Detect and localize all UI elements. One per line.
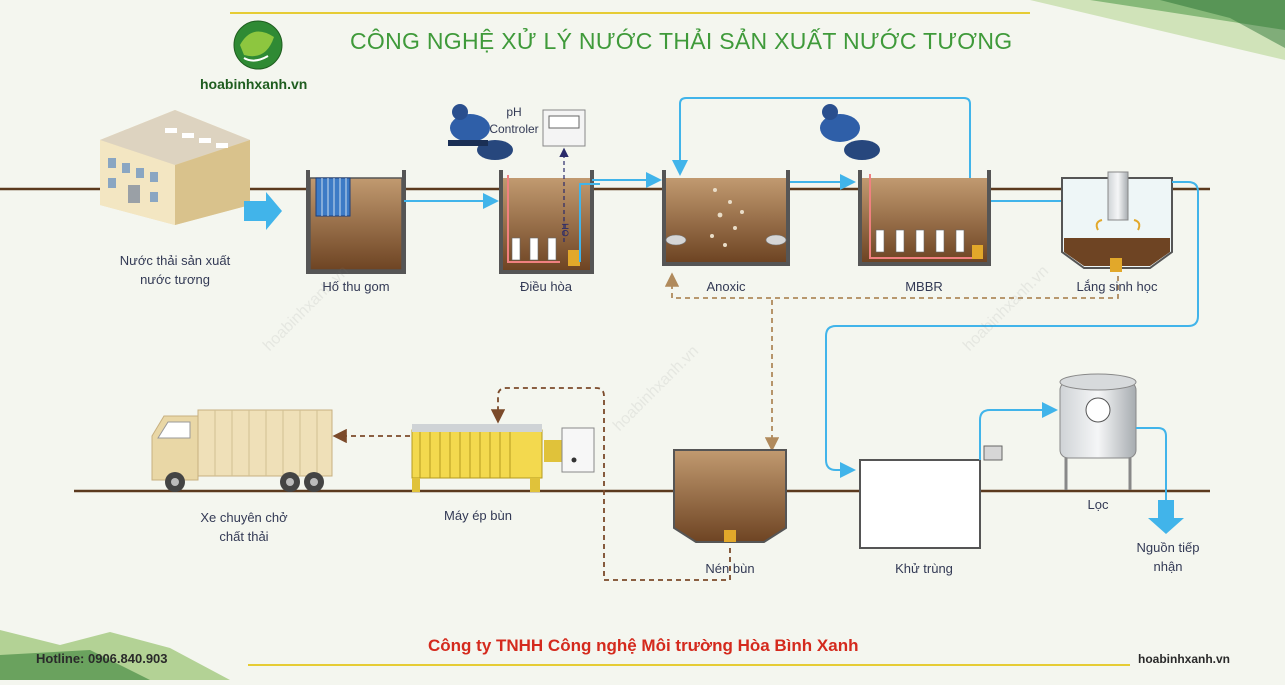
label-press: Máy ép bùn <box>444 508 512 523</box>
sludge-to-press-line <box>490 387 731 581</box>
leaf-decoration-top-right <box>1030 0 1285 60</box>
label-receiver: Nguồn tiếp nhận <box>1093 538 1243 576</box>
label-truck: Xe chuyên chở chất thải <box>169 508 319 546</box>
label-anoxic: Anoxic <box>706 279 746 294</box>
flow-filter-outlet <box>1136 427 1167 500</box>
label-truck-line1: Xe chuyên chở <box>200 510 288 525</box>
mbbr-blower-icon <box>820 104 880 160</box>
company-name: Công ty TNHH Công nghệ Môi trường Hòa Bì… <box>428 636 859 655</box>
label-sludge-thickener: Nén bùn <box>705 561 755 576</box>
ph-label-line2: Controler <box>489 122 539 136</box>
inflow-arrow-icon <box>244 192 282 230</box>
logo-icon <box>233 20 283 70</box>
leaf-decoration-bottom-left <box>0 630 230 680</box>
hotline: Hotline: 0906.840.903 <box>36 651 168 666</box>
label-receiver-line1: Nguồn tiếp <box>1136 540 1200 555</box>
ph-label-line1: pH <box>506 105 522 119</box>
mbbr-tank <box>858 170 991 266</box>
sludge-thickener-tank <box>673 449 787 543</box>
source-label-line2: nước tương <box>140 272 210 287</box>
filter-press-icon <box>411 424 595 492</box>
disinfection-tank <box>859 459 981 549</box>
source-label: Nước thải sản xuất nước tương <box>100 251 250 289</box>
page-title: CÔNG NGHỆ XỬ LÝ NƯỚC THẢI SẢN XUẤT NƯỚC … <box>350 28 1013 54</box>
label-truck-line2: chất thải <box>219 529 269 544</box>
flow-disinfection-to-filter <box>979 402 1058 460</box>
clarifier-tank <box>1061 171 1173 272</box>
pressure-filter-icon <box>1059 373 1137 490</box>
ph-controller-icon <box>542 109 586 147</box>
collection-tank <box>306 170 406 274</box>
source-label-line1: Nước thải sản xuất <box>119 253 231 268</box>
sludge-return-line <box>664 272 1119 299</box>
ph-controller-label: pH Controler <box>478 104 550 138</box>
equalization-tank <box>499 170 594 274</box>
brand-name: hoabinhxanh.vn <box>200 76 308 92</box>
transfer-pump-icon <box>983 445 1003 461</box>
flow-equalization-pump <box>579 183 600 262</box>
label-disinfection: Khử trùng <box>895 561 953 576</box>
label-filter: Lọc <box>1087 497 1109 512</box>
label-equalization: Điều hòa <box>519 279 573 294</box>
label-clarifier: Lắng sinh học <box>1076 279 1158 294</box>
factory-icon <box>100 110 250 225</box>
label-receiver-line2: nhận <box>1153 559 1183 574</box>
anoxic-tank <box>662 170 790 266</box>
internal-recycle-line <box>679 97 971 178</box>
ph-symbol: OH⁻ <box>560 218 571 237</box>
air-blower-icon <box>448 104 513 160</box>
discharge-arrow-icon <box>1148 500 1184 534</box>
label-collection: Hố thu gom <box>322 279 390 294</box>
label-mbbr: MBBR <box>905 279 943 294</box>
flow-clarifier-to-disinfection <box>825 181 1199 478</box>
truck-icon <box>151 409 333 492</box>
website: hoabinhxanh.vn <box>1138 652 1231 666</box>
